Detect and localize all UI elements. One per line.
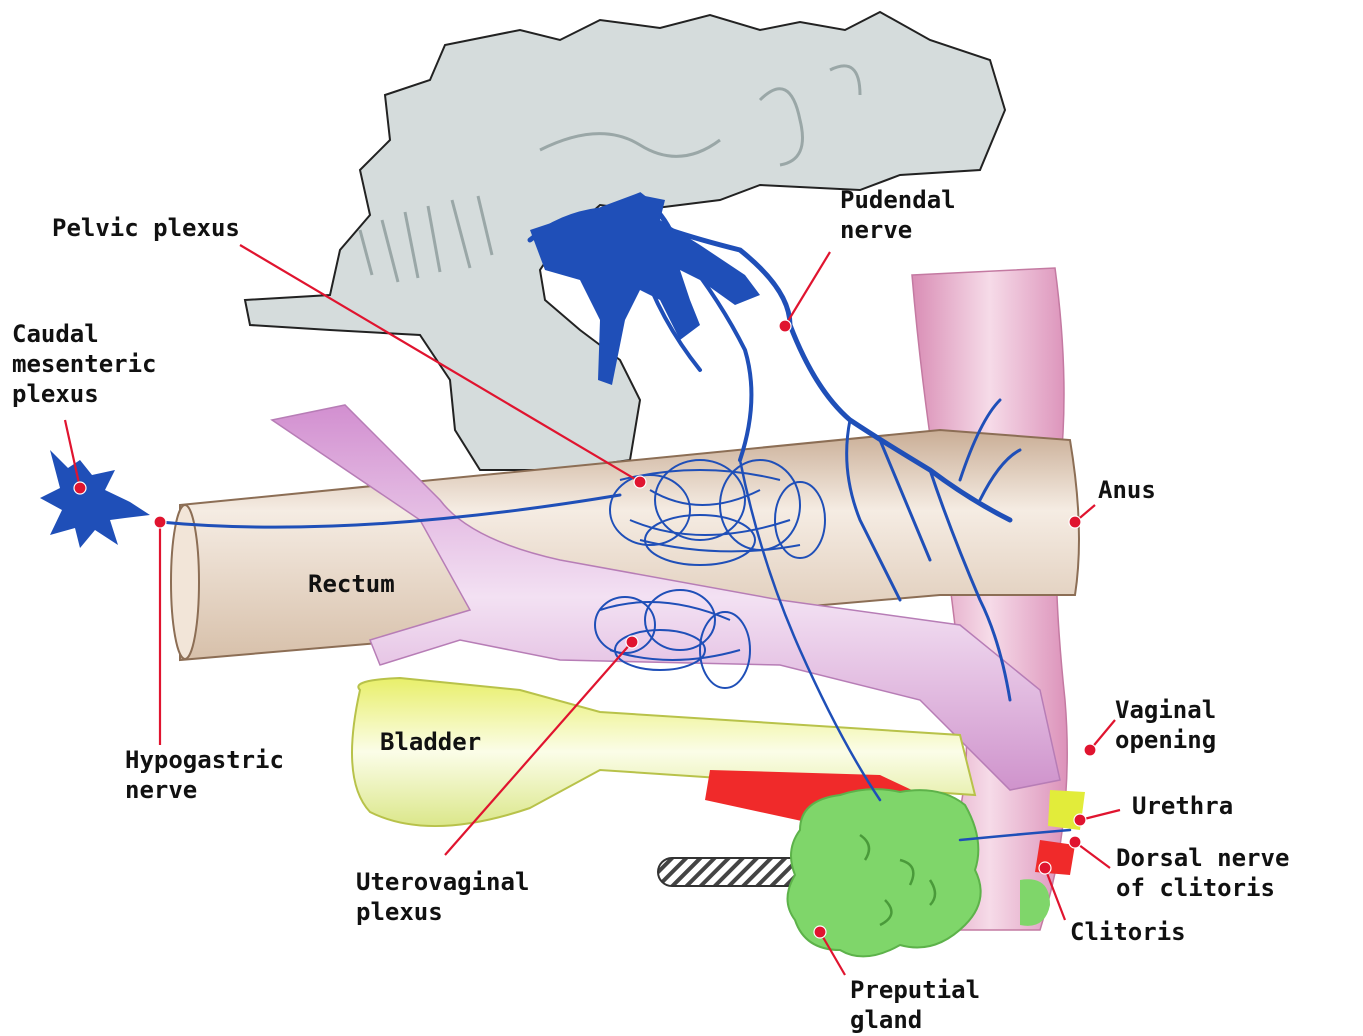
label-hypogastric-line1: Hypogastric	[125, 746, 284, 774]
label-vaginal-opening-line1: Vaginal	[1115, 696, 1216, 724]
label-caudal-mesenteric-line2: mesenteric	[12, 350, 157, 378]
label-caudal-mesenteric-line3: plexus	[12, 380, 99, 408]
label-caudal-mesenteric-line1: Caudal	[12, 320, 99, 348]
label-urethra: Urethra	[1132, 792, 1233, 820]
label-dorsal-nerve-line1: Dorsal nerve	[1116, 844, 1289, 872]
label-pelvic-plexus: Pelvic plexus	[52, 214, 240, 242]
label-pudendal-nerve-line1: Pudendal	[840, 186, 956, 214]
label-preputial-gland-line2: gland	[850, 1006, 922, 1034]
label-hypogastric-line2: nerve	[125, 776, 197, 804]
label-pudendal-nerve-line2: nerve	[840, 216, 912, 244]
label-bladder: Bladder	[380, 728, 481, 756]
label-preputial-gland-line1: Preputial	[850, 976, 980, 1004]
hatched-rod	[658, 858, 808, 886]
label-rectum: Rectum	[308, 570, 395, 598]
caudal-mesenteric-ganglion	[40, 450, 150, 548]
label-anus: Anus	[1098, 476, 1156, 504]
label-dorsal-nerve-line2: of clitoris	[1116, 874, 1275, 902]
label-vaginal-opening-line2: opening	[1115, 726, 1216, 754]
label-uterovaginal-line1: Uterovaginal	[356, 868, 529, 896]
label-clitoris: Clitoris	[1070, 918, 1186, 946]
label-uterovaginal-line2: plexus	[356, 898, 443, 926]
